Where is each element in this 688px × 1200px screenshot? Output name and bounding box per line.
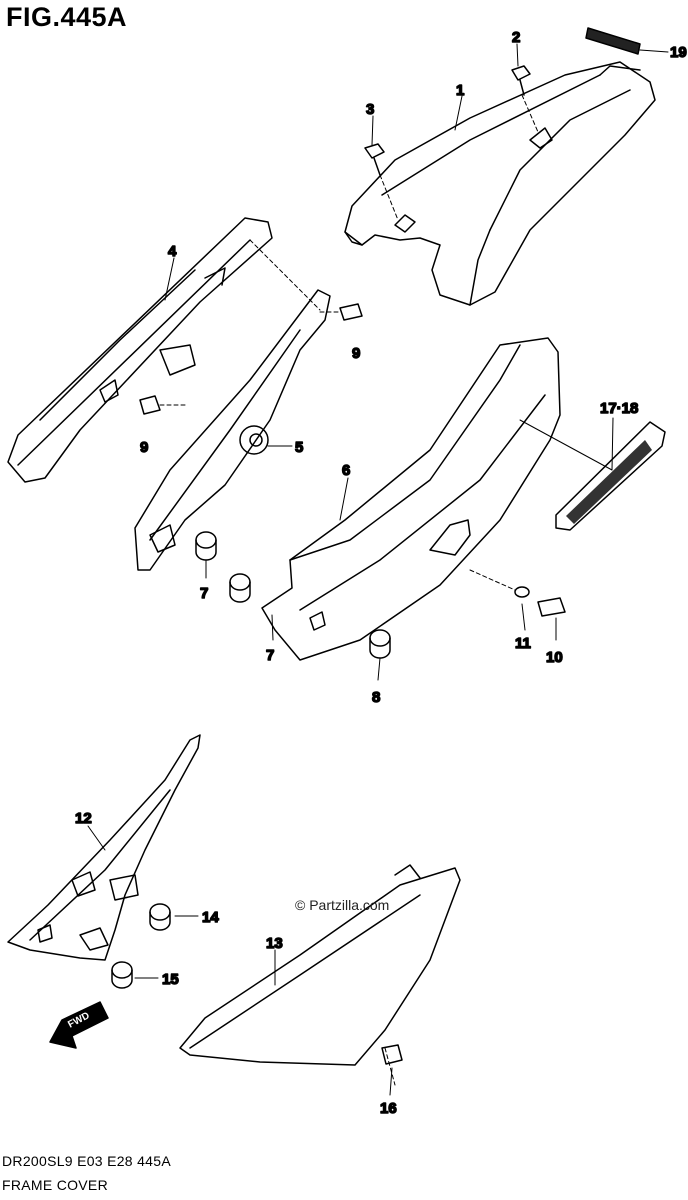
figure-title: FIG.445A xyxy=(6,2,128,32)
section-name: FRAME COVER xyxy=(2,1177,108,1193)
callout-15: 15 xyxy=(162,971,179,988)
callout-19: 19 xyxy=(670,44,687,61)
callout-leaders xyxy=(87,43,669,1096)
part-6-side-cover[interactable] xyxy=(261,337,613,661)
part-9-bolt-lower[interactable] xyxy=(139,395,186,415)
callout-7-b: 7 xyxy=(266,647,274,664)
callout-11: 11 xyxy=(515,635,531,652)
callout-3: 3 xyxy=(366,101,374,118)
fwd-arrow-icon: FWD xyxy=(49,1001,109,1049)
part-9-bolt-upper[interactable] xyxy=(319,303,363,321)
part-2-bolt[interactable] xyxy=(511,65,539,133)
part-8-grommet[interactable] xyxy=(369,629,391,659)
part-7-grommet-a[interactable] xyxy=(195,531,217,561)
callout-8: 8 xyxy=(372,689,380,706)
part-4-frame-cover-bracket[interactable] xyxy=(7,217,321,483)
callout-2: 2 xyxy=(512,29,520,46)
callout-14: 14 xyxy=(202,909,219,926)
callout-10: 10 xyxy=(546,649,563,666)
callout-1: 1 xyxy=(456,82,464,99)
part-5-frame-cover-bracket[interactable] xyxy=(134,289,331,571)
callout-12: 12 xyxy=(75,810,92,827)
part-11-washer[interactable] xyxy=(514,586,530,598)
part-15-grommet[interactable] xyxy=(111,961,133,989)
callout-9-lower: 9 xyxy=(140,439,148,456)
part-17-18-decal[interactable] xyxy=(555,421,666,531)
callout-9-upper: 9 xyxy=(352,345,360,362)
part-10-bolt[interactable] xyxy=(469,569,566,617)
callout-6: 6 xyxy=(342,462,350,479)
callout-4: 4 xyxy=(168,243,177,260)
callout-16: 16 xyxy=(380,1100,397,1117)
part-7-grommet-b[interactable] xyxy=(229,573,251,603)
part-19-emblem[interactable] xyxy=(585,27,641,55)
callout-13: 13 xyxy=(266,935,283,952)
part-14-grommet[interactable] xyxy=(149,903,171,931)
callout-17-18: 17·18 xyxy=(600,400,638,417)
callout-7-a: 7 xyxy=(200,585,208,602)
part-16-bolt[interactable] xyxy=(381,1044,403,1065)
part-13-side-cover[interactable] xyxy=(179,864,461,1086)
part-3-bolt[interactable] xyxy=(364,143,399,221)
callout-5: 5 xyxy=(295,439,303,456)
model-code: DR200SL9 E03 E28 445A xyxy=(2,1153,171,1169)
watermark-text: © Partzilla.com xyxy=(295,897,389,913)
part-12-frame-cover-bracket[interactable] xyxy=(7,734,201,961)
part-1-rear-fender[interactable] xyxy=(344,61,656,306)
